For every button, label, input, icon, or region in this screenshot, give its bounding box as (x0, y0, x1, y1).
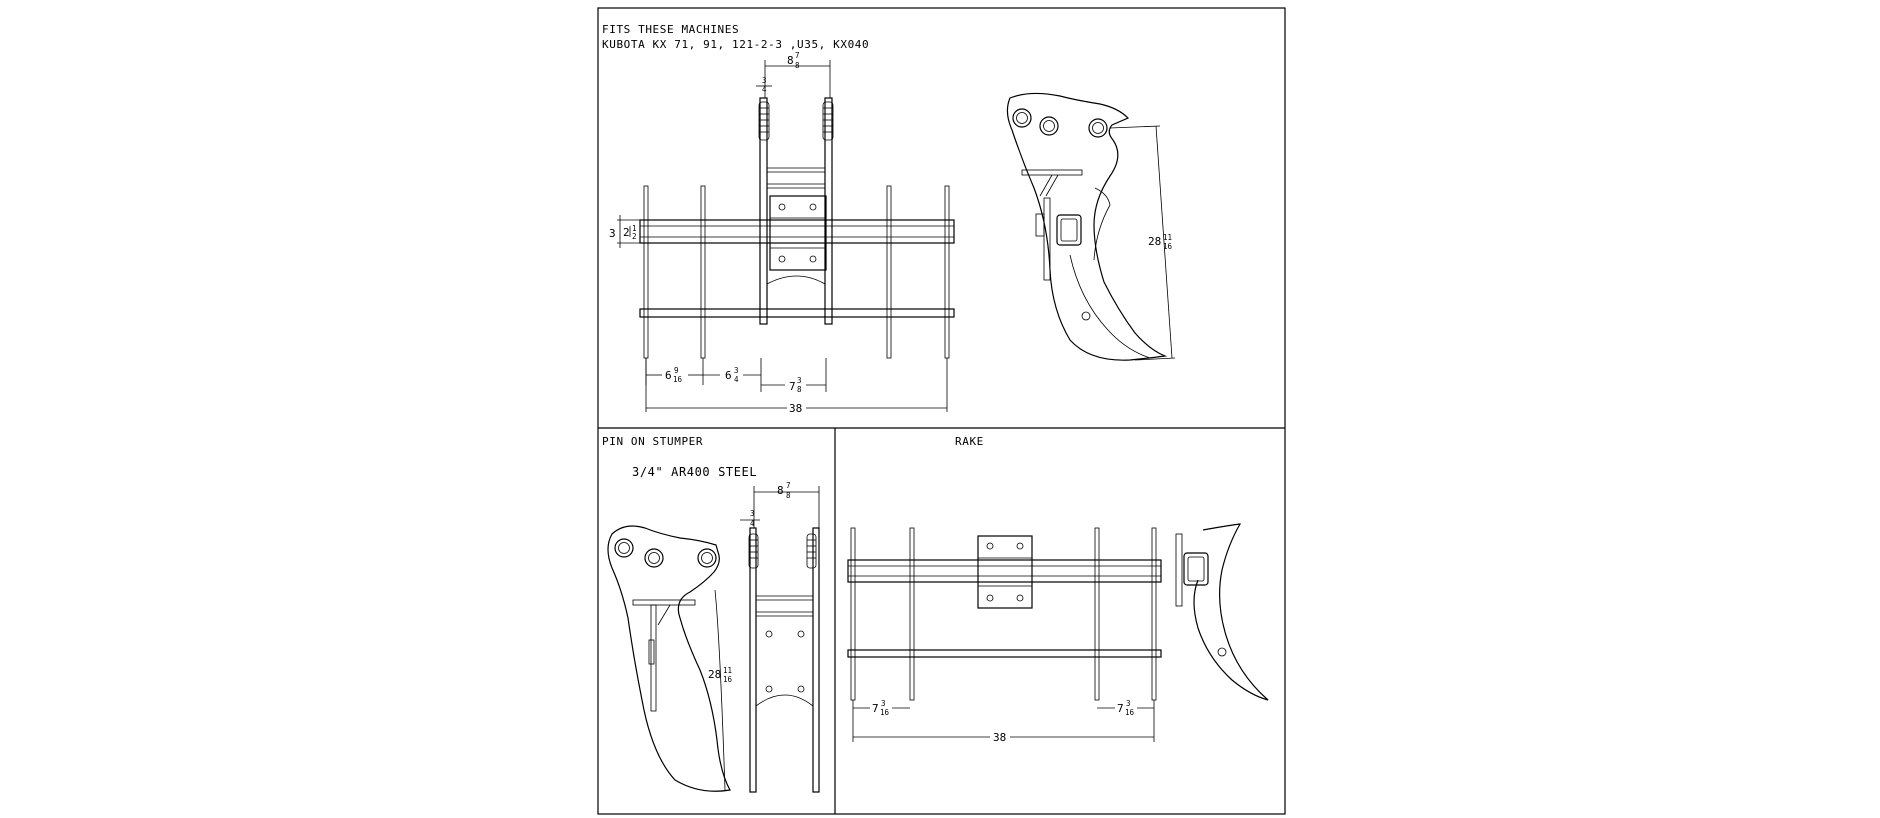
dim-top-shank-height-num: 11 (1163, 233, 1172, 242)
dim-stumper-mount-width-den: 8 (786, 491, 791, 500)
dim-top-spacing-b-whole: 6 (725, 369, 732, 382)
top-side-view: 28 11 16 (1006, 92, 1176, 361)
dim-top-mount-width-num: 7 (795, 51, 800, 60)
dim-top-plate-thickness-den: 4 (762, 85, 767, 94)
dim-top-spacing-b-den: 4 (734, 375, 739, 384)
dim-stumper-plate-thickness-den: 4 (750, 519, 755, 528)
dim-rake-edge-right-den: 16 (1125, 708, 1135, 717)
stumper-side-view: 28 11 16 (607, 525, 733, 792)
dim-rake-edge-left-num: 3 (881, 699, 886, 708)
dim-rake-edge-left-den: 16 (880, 708, 890, 717)
dim-top-bar-outer: 3 (609, 227, 616, 240)
dim-top-plate-thickness-num: 3 (762, 76, 767, 85)
dim-rake-overall-width: 38 (993, 731, 1006, 744)
top-front-dimensions: 8 7 8 3 4 3 2 1 2 6 9 16 6 3 4 7 3 8 (609, 51, 948, 415)
rake-side-view (1175, 523, 1269, 701)
dim-top-spacing-c-den: 8 (797, 385, 802, 394)
dim-top-bar-inner-whole: 2 (623, 226, 630, 239)
dim-top-shank-height-den: 16 (1163, 242, 1173, 251)
dim-top-spacing-a-num: 9 (674, 366, 679, 375)
dim-top-shank-height-whole: 28 (1148, 235, 1161, 248)
dim-top-mount-width-whole: 8 (787, 54, 794, 67)
drawing-frame (597, 7, 1286, 815)
fits-machines-list: KUBOTA KX 71, 91, 121-2-3 ,U35, KX040 (602, 38, 869, 51)
dim-top-bar-inner-den: 2 (632, 232, 637, 241)
dim-top-spacing-b-num: 3 (734, 366, 739, 375)
dim-rake-edge-right-num: 3 (1126, 699, 1131, 708)
dim-rake-edge-right-whole: 7 (1117, 702, 1124, 715)
fits-machines-heading: FITS THESE MACHINES (602, 23, 739, 36)
dim-rake-edge-left-whole: 7 (872, 702, 879, 715)
dim-top-mount-width-den: 8 (795, 61, 800, 70)
dim-stumper-height-whole: 28 (708, 668, 721, 681)
dim-stumper-mount-width-num: 7 (786, 481, 791, 490)
rake-title: RAKE (955, 435, 984, 448)
dim-top-spacing-c-num: 3 (797, 376, 802, 385)
dim-stumper-mount-width-whole: 8 (777, 484, 784, 497)
dim-stumper-plate-thickness-num: 3 (750, 509, 755, 518)
stumper-title: PIN ON STUMPER (602, 435, 703, 448)
stumper-front-view: 8 7 8 3 4 (740, 481, 820, 793)
dim-stumper-height-num: 11 (723, 666, 732, 675)
dim-stumper-height-den: 16 (723, 675, 733, 684)
dim-top-spacing-a-whole: 6 (665, 369, 672, 382)
dim-top-overall-width: 38 (789, 402, 802, 415)
dim-top-bar-inner-num: 1 (632, 224, 637, 233)
stumper-material: 3/4" AR400 STEEL (632, 465, 757, 479)
dim-top-spacing-c-whole: 7 (789, 380, 796, 393)
dim-top-spacing-a-den: 16 (673, 375, 683, 384)
rake-front-view: 7 3 16 7 3 16 38 (847, 527, 1162, 744)
top-rake-front-view (639, 97, 955, 359)
